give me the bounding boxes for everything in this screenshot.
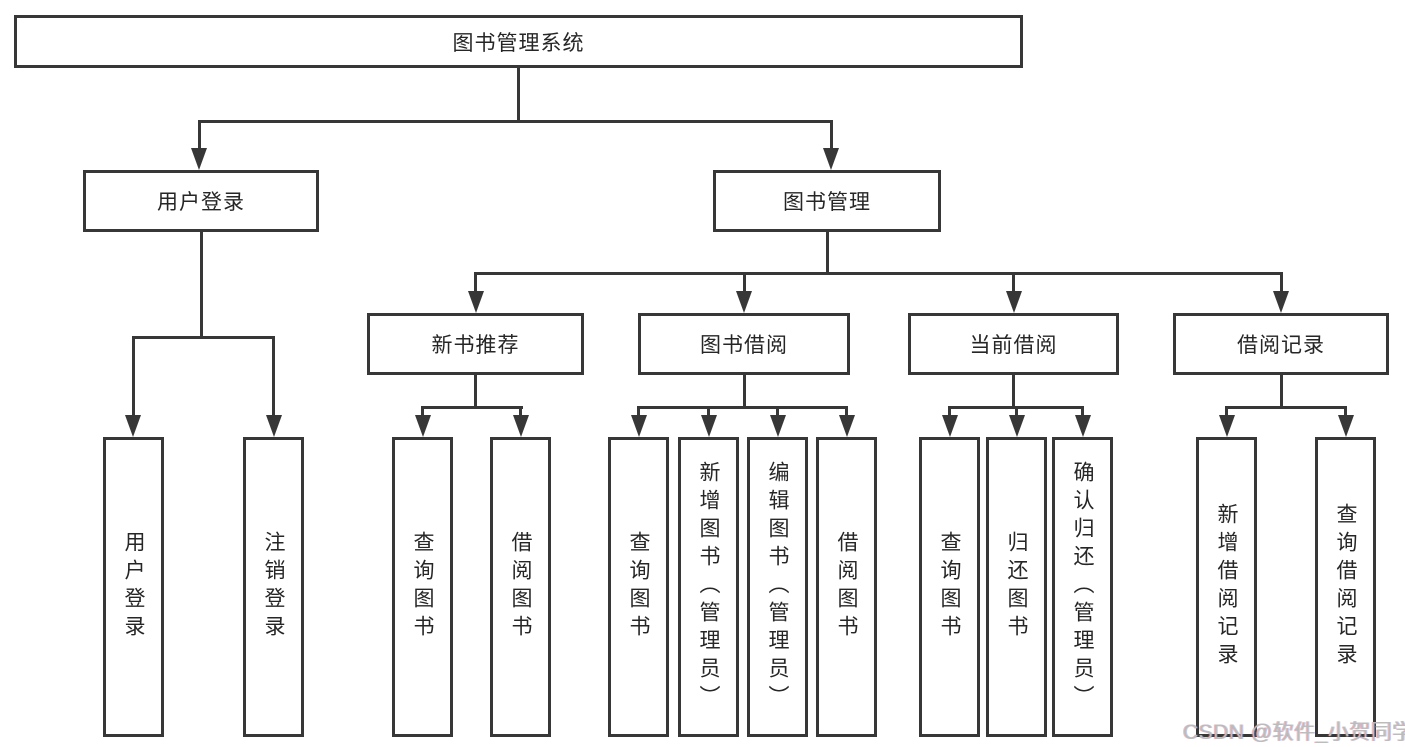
arrow-down-icon (272, 336, 275, 415)
connector-line (474, 375, 477, 409)
connector-line (1279, 375, 1283, 409)
connector-line (131, 336, 275, 339)
connector-line (420, 406, 523, 409)
connector-line (517, 68, 520, 123)
leaf-query-books-recommend: 查询图书 (392, 437, 453, 737)
leaf-return-books: 归还图书 (986, 437, 1047, 737)
arrow-down-icon (845, 406, 848, 415)
arrow-down-icon (637, 406, 640, 415)
arrow-down-icon (1344, 406, 1347, 415)
leaf-query-borrow-record: 查询借阅记录 (1315, 437, 1376, 737)
connector-line (637, 406, 848, 409)
arrow-down-icon (1279, 272, 1283, 291)
node-current-borrow: 当前借阅 (908, 313, 1119, 375)
arrow-down-icon (1015, 406, 1018, 415)
arrow-down-icon (707, 406, 710, 415)
arrow-down-icon (948, 406, 951, 415)
leaf-add-books-admin: 新增图书（管理员） (678, 437, 739, 737)
connector-line (1012, 375, 1015, 409)
node-book-borrow: 图书借阅 (638, 313, 850, 375)
node-user-login: 用户登录 (83, 170, 319, 232)
connector-line (197, 120, 833, 123)
arrow-down-icon (1012, 272, 1015, 291)
leaf-borrow-books-recommend: 借阅图书 (490, 437, 551, 737)
leaf-query-books-current: 查询图书 (919, 437, 980, 737)
leaf-confirm-return-admin: 确认归还（管理员） (1052, 437, 1113, 737)
arrow-down-icon (776, 406, 779, 415)
arrow-down-icon (1225, 406, 1228, 415)
arrow-down-icon (1081, 406, 1084, 415)
leaf-logout: 注销登录 (243, 437, 304, 737)
leaf-query-books-borrow: 查询图书 (608, 437, 669, 737)
node-new-book-recommend: 新书推荐 (367, 313, 584, 375)
connector-line (199, 232, 203, 339)
arrow-down-icon (197, 120, 201, 148)
connector-line (1225, 406, 1347, 409)
leaf-borrow-books: 借阅图书 (816, 437, 877, 737)
arrow-down-icon (742, 272, 746, 291)
arrow-down-icon (131, 336, 135, 415)
connector-line (474, 272, 1283, 275)
arrow-down-icon (829, 120, 833, 148)
arrow-down-icon (421, 406, 424, 415)
leaf-edit-books-admin: 编辑图书（管理员） (747, 437, 808, 737)
connector-line (825, 232, 829, 275)
arrow-down-icon (474, 272, 477, 291)
leaf-add-borrow-record: 新增借阅记录 (1196, 437, 1257, 737)
connector-line (742, 375, 746, 409)
leaf-user-login: 用户登录 (103, 437, 164, 737)
watermark: CSDN @软件_小贺同学 (1183, 721, 1405, 744)
node-book-management: 图书管理 (713, 170, 941, 232)
arrow-down-icon (519, 406, 522, 415)
node-borrow-records: 借阅记录 (1173, 313, 1389, 375)
node-root-system: 图书管理系统 (14, 15, 1023, 68)
